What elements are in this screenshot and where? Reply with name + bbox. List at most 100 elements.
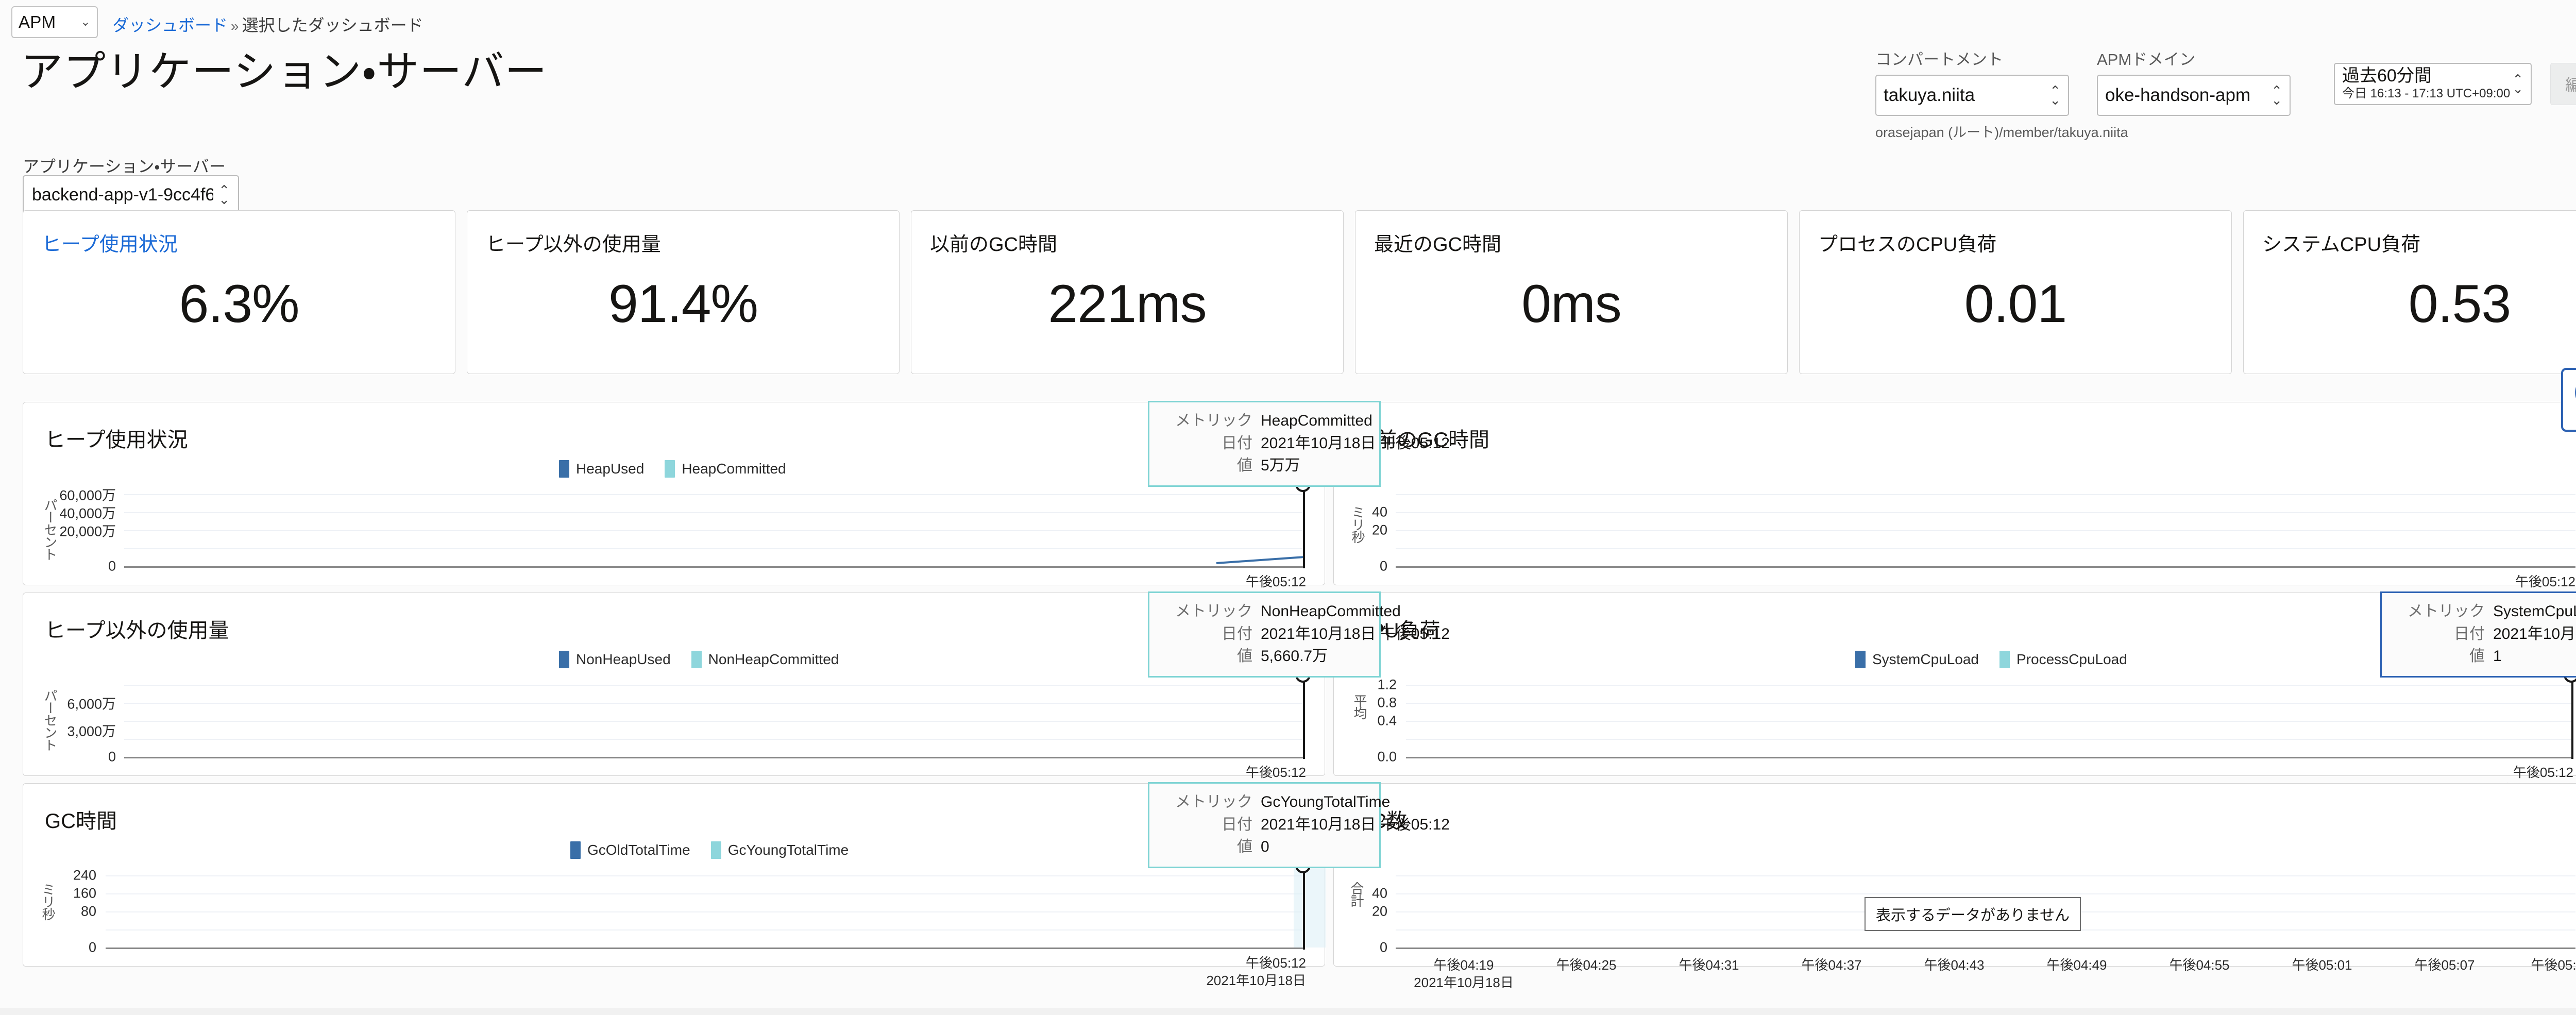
service-select[interactable]: APM ⌄ — [11, 6, 98, 38]
apm-domain-selector: APMドメイン oke-handson-apm ⌃⌄ — [2097, 46, 2291, 116]
kpi-title: プロセスのCPU負荷 — [1818, 234, 1997, 256]
cursor-line — [1303, 854, 1305, 950]
legend-swatch-icon — [665, 460, 675, 478]
breadcrumb-link-dashboard[interactable]: ダッシュボード — [112, 16, 228, 35]
cursor-line — [2571, 663, 2573, 759]
top-bar: APM ⌄ ダッシュボード»選択したダッシュボード — [0, 0, 2576, 49]
legend-item[interactable]: HeapUsed — [559, 460, 644, 478]
tooltip-value: 0 — [1261, 838, 1269, 855]
compartment-select[interactable]: takuya.niita ⌃⌄ — [1875, 75, 2069, 116]
tooltip-row-metric: メトリック SystemCpuLoad — [2393, 600, 2576, 623]
tooltip-value: 2021年10月18日 午後05:12 — [1261, 816, 1450, 833]
legend-label: HeapCommitted — [682, 461, 786, 477]
legend-label: GcYoungTotalTime — [727, 842, 849, 858]
chart-panel-cpu-load: CPU負荷 SystemCpuLoad ProcessCpuLoad 1.2 0… — [1333, 593, 2576, 798]
y-tick: 40 — [1371, 885, 1387, 901]
tooltip-value: NonHeapCommitted — [1261, 603, 1401, 620]
cursor-line — [1303, 472, 1305, 568]
x-tick: 午後05:01 — [2292, 957, 2352, 973]
edit-button[interactable]: 編集 — [2550, 63, 2576, 105]
y-tick: 160 — [73, 885, 96, 901]
app-server-label: アプリケーション・サーバー — [23, 157, 226, 176]
horizontal-scrollbar[interactable] — [0, 1008, 2576, 1015]
apm-domain-value: oke-handson-apm — [2105, 85, 2251, 105]
tooltip-value: HeapCommitted — [1261, 412, 1372, 429]
tooltip-row-date: 日付 2021年10月18日 午後05:12 — [1161, 814, 1450, 836]
kpi-card-heap-usage[interactable]: ヒープ使用状況 6.3% — [23, 210, 455, 374]
legend-item[interactable]: NonHeapUsed — [559, 651, 671, 668]
tooltip-key: 値 — [1237, 457, 1252, 474]
y-tick: 20 — [1371, 522, 1387, 538]
app-server-select[interactable]: backend-app-v1-9cc4f6... ⌃⌄ — [23, 175, 239, 214]
life-ring-icon — [2575, 387, 2576, 398]
tooltip-key: メトリック — [2408, 603, 2485, 620]
plot-area — [124, 472, 1311, 568]
x-tick: 午後05:07 — [2414, 957, 2475, 973]
plot-area — [124, 663, 1311, 759]
y-tick: 0 — [1379, 939, 1387, 955]
legend-item[interactable]: ProcessCpuLoad — [1999, 651, 2127, 668]
chart-legend: GcOldTotalTime GcYoungTotalTime — [570, 841, 849, 859]
legend-item[interactable]: GcOldTotalTime — [570, 841, 690, 859]
tooltip-gc-young-total-time: メトリック GcYoungTotalTime 日付 2021年10月18日 午後… — [1148, 782, 1450, 868]
legend-swatch-icon — [559, 460, 569, 478]
legend-swatch-icon — [1855, 651, 1866, 668]
chart-legend: NonHeapUsed NonHeapCommitted — [559, 651, 839, 668]
tooltip-key: 日付 — [1222, 816, 1252, 833]
tooltip-system-cpu-load: メトリック SystemCpuLoad 日付 2021年10月18日 午後05:… — [2380, 591, 2576, 678]
tooltip-row-value: 値 0 — [1161, 836, 1368, 858]
tooltip-value: SystemCpuLoad — [2493, 603, 2576, 620]
y-axis-title: 平均 — [1352, 694, 1367, 719]
y-tick: 20,000万 — [59, 523, 116, 539]
kpi-card-non-heap-usage[interactable]: ヒープ以外の使用量 91.4% — [467, 210, 900, 374]
tooltip-row-date: 日付 2021年10月18日 午後05:12 — [1161, 432, 1450, 455]
kpi-card-system-cpu-load[interactable]: システムCPU負荷 0.53 — [2243, 210, 2576, 374]
stepper-icon: ⌃⌄ — [2512, 71, 2523, 96]
tooltip-key: 日付 — [1222, 625, 1252, 642]
legend-label: ProcessCpuLoad — [2016, 651, 2127, 667]
tooltip-row-value: 値 5万万 — [1161, 454, 1368, 477]
y-axis-title: 合計 — [1349, 882, 1364, 906]
x-tick: 午後04:43 — [1924, 957, 1985, 973]
plot-area — [1396, 494, 2575, 568]
x-tick: 午後04:25 — [1556, 957, 1617, 973]
time-range-select[interactable]: 過去60分間 今日 16:13 - 17:13 UTC+09:00 ⌃⌄ — [2334, 63, 2532, 105]
legend-swatch-icon — [710, 841, 721, 859]
legend-item[interactable]: HeapCommitted — [665, 460, 786, 478]
apm-domain-select[interactable]: oke-handson-apm ⌃⌄ — [2097, 75, 2291, 116]
legend-item[interactable]: NonHeapCommitted — [691, 651, 839, 668]
kpi-value: 0ms — [1521, 274, 1621, 334]
legend-swatch-icon — [1999, 651, 2010, 668]
chevron-down-icon: ⌄ — [80, 15, 91, 29]
breadcrumb-separator: » — [231, 18, 239, 34]
tooltip-key: 日付 — [1222, 434, 1252, 452]
y-axis-title: ミリ秒 — [40, 883, 56, 920]
y-tick: 0.8 — [1377, 695, 1397, 711]
kpi-value: 0.53 — [2408, 274, 2511, 334]
selection-band — [1294, 866, 1326, 948]
tooltip-key: メトリック — [1175, 603, 1252, 620]
x-tick: 午後04:37 — [1801, 957, 1862, 973]
time-range-selector: 過去60分間 今日 16:13 - 17:13 UTC+09:00 ⌃⌄ — [2334, 63, 2532, 105]
legend-item[interactable]: SystemCpuLoad — [1855, 651, 1979, 668]
kpi-value: 91.4% — [608, 274, 758, 334]
tooltip-row-value: 値 1 — [2393, 645, 2576, 668]
compartment-path: orasejapan (ルート)/member/takuya.niita — [1875, 125, 2128, 140]
tooltip-value: 2021年10月18日 午後05:12 — [2493, 625, 2576, 642]
stepper-icon: ⌃⌄ — [218, 182, 230, 207]
tooltip-value: 2021年10月18日 午後05:12 — [1261, 434, 1450, 452]
help-widget[interactable] — [2561, 368, 2576, 432]
chart-panel-non-heap-usage: ヒープ以外の使用量 NonHeapUsed NonHeapCommitted 6… — [23, 593, 1325, 798]
legend-label: NonHeapUsed — [576, 651, 671, 667]
legend-item[interactable]: GcYoungTotalTime — [710, 841, 849, 859]
kpi-card-previous-gc-time[interactable]: 以前のGC時間 221ms — [911, 210, 1344, 374]
service-select-label: APM — [19, 12, 56, 31]
kpi-card-recent-gc-time[interactable]: 最近のGC時間 0ms — [1355, 210, 1788, 374]
kpi-card-process-cpu-load[interactable]: プロセスのCPU負荷 0.01 — [1799, 210, 2232, 374]
tooltip-value: 5,660.7万 — [1261, 648, 1328, 665]
kpi-title: 以前のGC時間 — [930, 234, 1058, 256]
